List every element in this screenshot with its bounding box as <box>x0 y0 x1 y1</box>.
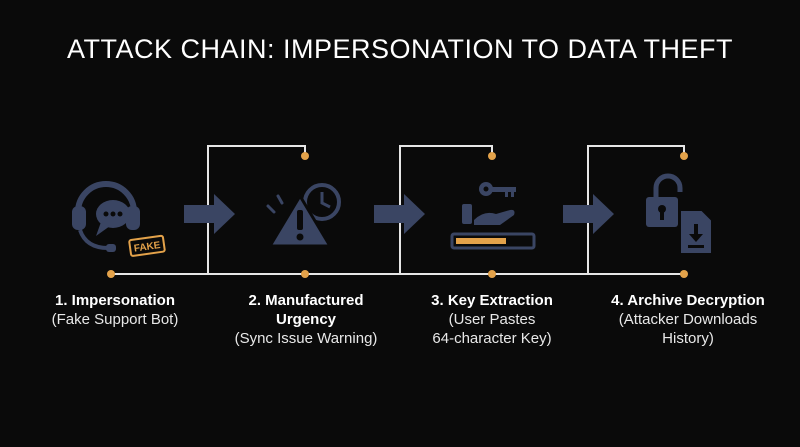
arrow-right-icon <box>184 194 235 234</box>
arrows <box>184 194 614 234</box>
step-2-heading: 2. Manufactured <box>248 292 364 309</box>
arrow-right-icon <box>563 194 614 234</box>
step-1-label: 1. Impersonation (Fake Support Bot) <box>20 291 210 329</box>
step-3-label: 3. Key Extraction (User Pastes 64-charac… <box>397 291 587 348</box>
step-2-heading-line2: Urgency <box>275 311 337 328</box>
warning-clock-icon <box>266 183 341 248</box>
step-4-label: 4. Archive Decryption (Attacker Download… <box>588 291 788 348</box>
dot-step2-bottom <box>301 270 309 278</box>
step-3-subtitle-line2: 64-character Key) <box>432 330 552 347</box>
headset-chat-icon <box>72 181 140 252</box>
dot-step3-top <box>488 152 496 160</box>
connector-1-2 <box>111 145 306 275</box>
arrow-right-icon <box>374 194 425 234</box>
dot-step3-bottom <box>488 270 496 278</box>
dot-step4-bottom <box>680 270 688 278</box>
step-4-heading: 4. Archive Decryption <box>611 292 765 309</box>
fake-badge: FAKE <box>128 234 166 257</box>
connectors <box>111 145 685 275</box>
step-3-subtitle: (User Pastes <box>448 311 536 328</box>
connector-2-3 <box>305 145 493 275</box>
dot-step2-top <box>301 152 309 160</box>
diagram-title: ATTACK CHAIN: IMPERSONATION TO DATA THEF… <box>66 34 734 64</box>
key-hand-progress-icon <box>450 182 536 250</box>
unlocked-padlock-download-icon <box>646 173 713 255</box>
step-2-subtitle: (Sync Issue Warning) <box>234 330 378 347</box>
step-4-subtitle-line2: History) <box>662 330 714 347</box>
step-1-subtitle: (Fake Support Bot) <box>51 311 179 328</box>
step-4-subtitle: (Attacker Downloads <box>618 311 758 328</box>
step-2-label: 2. Manufactured Urgency (Sync Issue Warn… <box>211 291 401 348</box>
step-3-heading: 3. Key Extraction <box>431 292 553 309</box>
connector-dots <box>107 152 688 278</box>
dot-step4-top <box>680 152 688 160</box>
connector-3-4 <box>492 145 685 275</box>
fake-badge-label: FAKE <box>133 240 161 255</box>
dot-step1-bottom <box>107 270 115 278</box>
step-1-heading: 1. Impersonation <box>54 292 176 309</box>
